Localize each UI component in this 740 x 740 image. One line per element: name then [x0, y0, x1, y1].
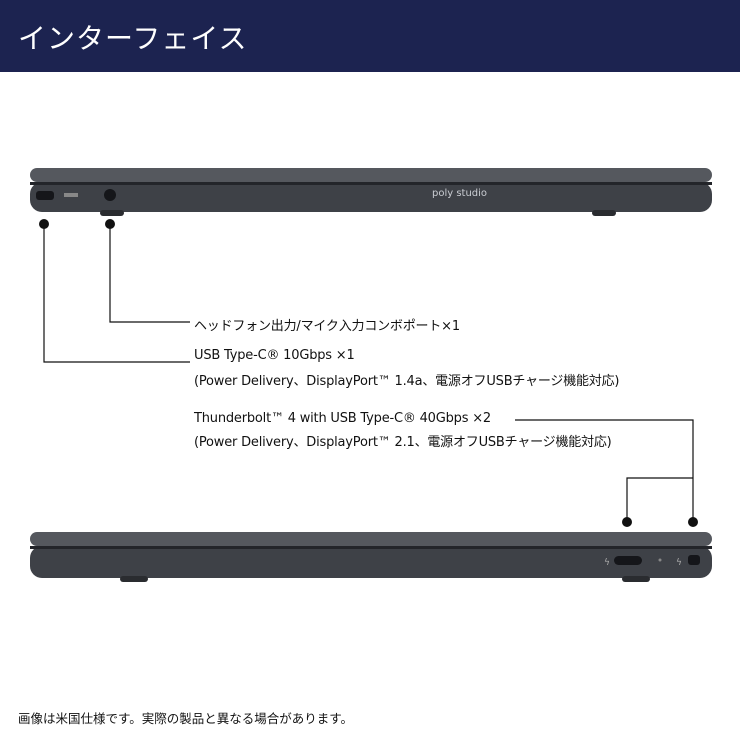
port-label-thunderbolt: Thunderbolt™ 4 with USB Type-C® 40Gbps ×… [194, 411, 491, 426]
laptop-right-side: ϟ ϟ [30, 532, 712, 582]
led-indicator [658, 558, 662, 562]
callout-dots [39, 219, 698, 527]
headphone-jack [104, 189, 116, 201]
thunderbolt-icon: ϟ [604, 558, 610, 568]
usb-c-port [36, 191, 54, 200]
callout-lines [43, 224, 694, 522]
laptop-left-side: poly studio [30, 168, 712, 216]
usb-icon [64, 193, 78, 197]
port-detail-usbc: (Power Delivery、DisplayPort™ 1.4a、電源オフUS… [194, 374, 620, 389]
port-detail-thunderbolt: (Power Delivery、DisplayPort™ 2.1、電源オフUSB… [194, 435, 612, 450]
port-label-usbc: USB Type-C® 10Gbps ×1 [194, 348, 355, 363]
thunderbolt-port [688, 555, 700, 565]
port-label-headphone: ヘッドフォン出力/マイク入力コンボポート×1 [194, 319, 460, 334]
brand-logo: poly studio [432, 188, 487, 199]
thunderbolt-icon: ϟ [676, 558, 682, 568]
header-banner: インターフェイス [0, 0, 740, 72]
thunderbolt-port [614, 556, 642, 565]
page-title: インターフェイス [18, 22, 248, 55]
footer-note: 画像は米国仕様です。実際の製品と異なる場合があります。 [18, 711, 354, 726]
